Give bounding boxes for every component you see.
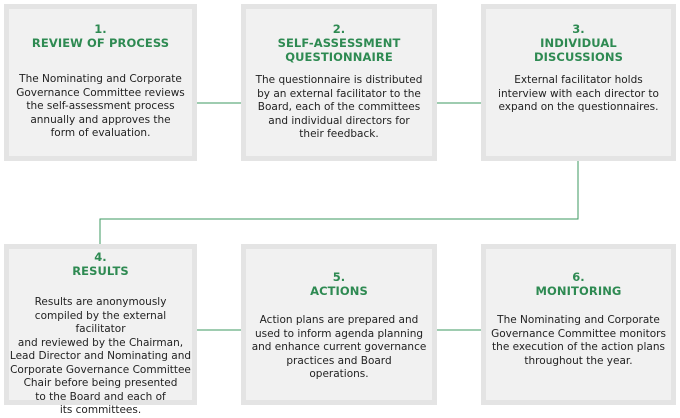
step-number: 2. [332,22,346,36]
evaluation-process-diagram: 1. REVIEW OF PROCESS The Nominating and … [4,4,676,416]
step-number: 6. [572,270,585,284]
step-box-actions: 5. ACTIONS Action plans are prepared and… [241,244,437,405]
step-title: REVIEW OF PROCESS [31,36,170,50]
step-number: 3. [572,22,585,36]
step-number: 5. [332,270,346,284]
step-box-monitoring: 6. MONITORING The Nominating and Corpora… [481,244,676,405]
step-title: ACTIONS [310,284,368,298]
step-title: RESULTS [72,264,129,278]
step-title: MONITORING [535,284,622,298]
step-number: 4. [94,250,107,264]
connector-lines [99,102,579,331]
step-box-review-of-process: 1. REVIEW OF PROCESS The Nominating and … [4,4,197,161]
step-number: 1. [94,22,107,36]
connector-3-4 [99,161,579,244]
